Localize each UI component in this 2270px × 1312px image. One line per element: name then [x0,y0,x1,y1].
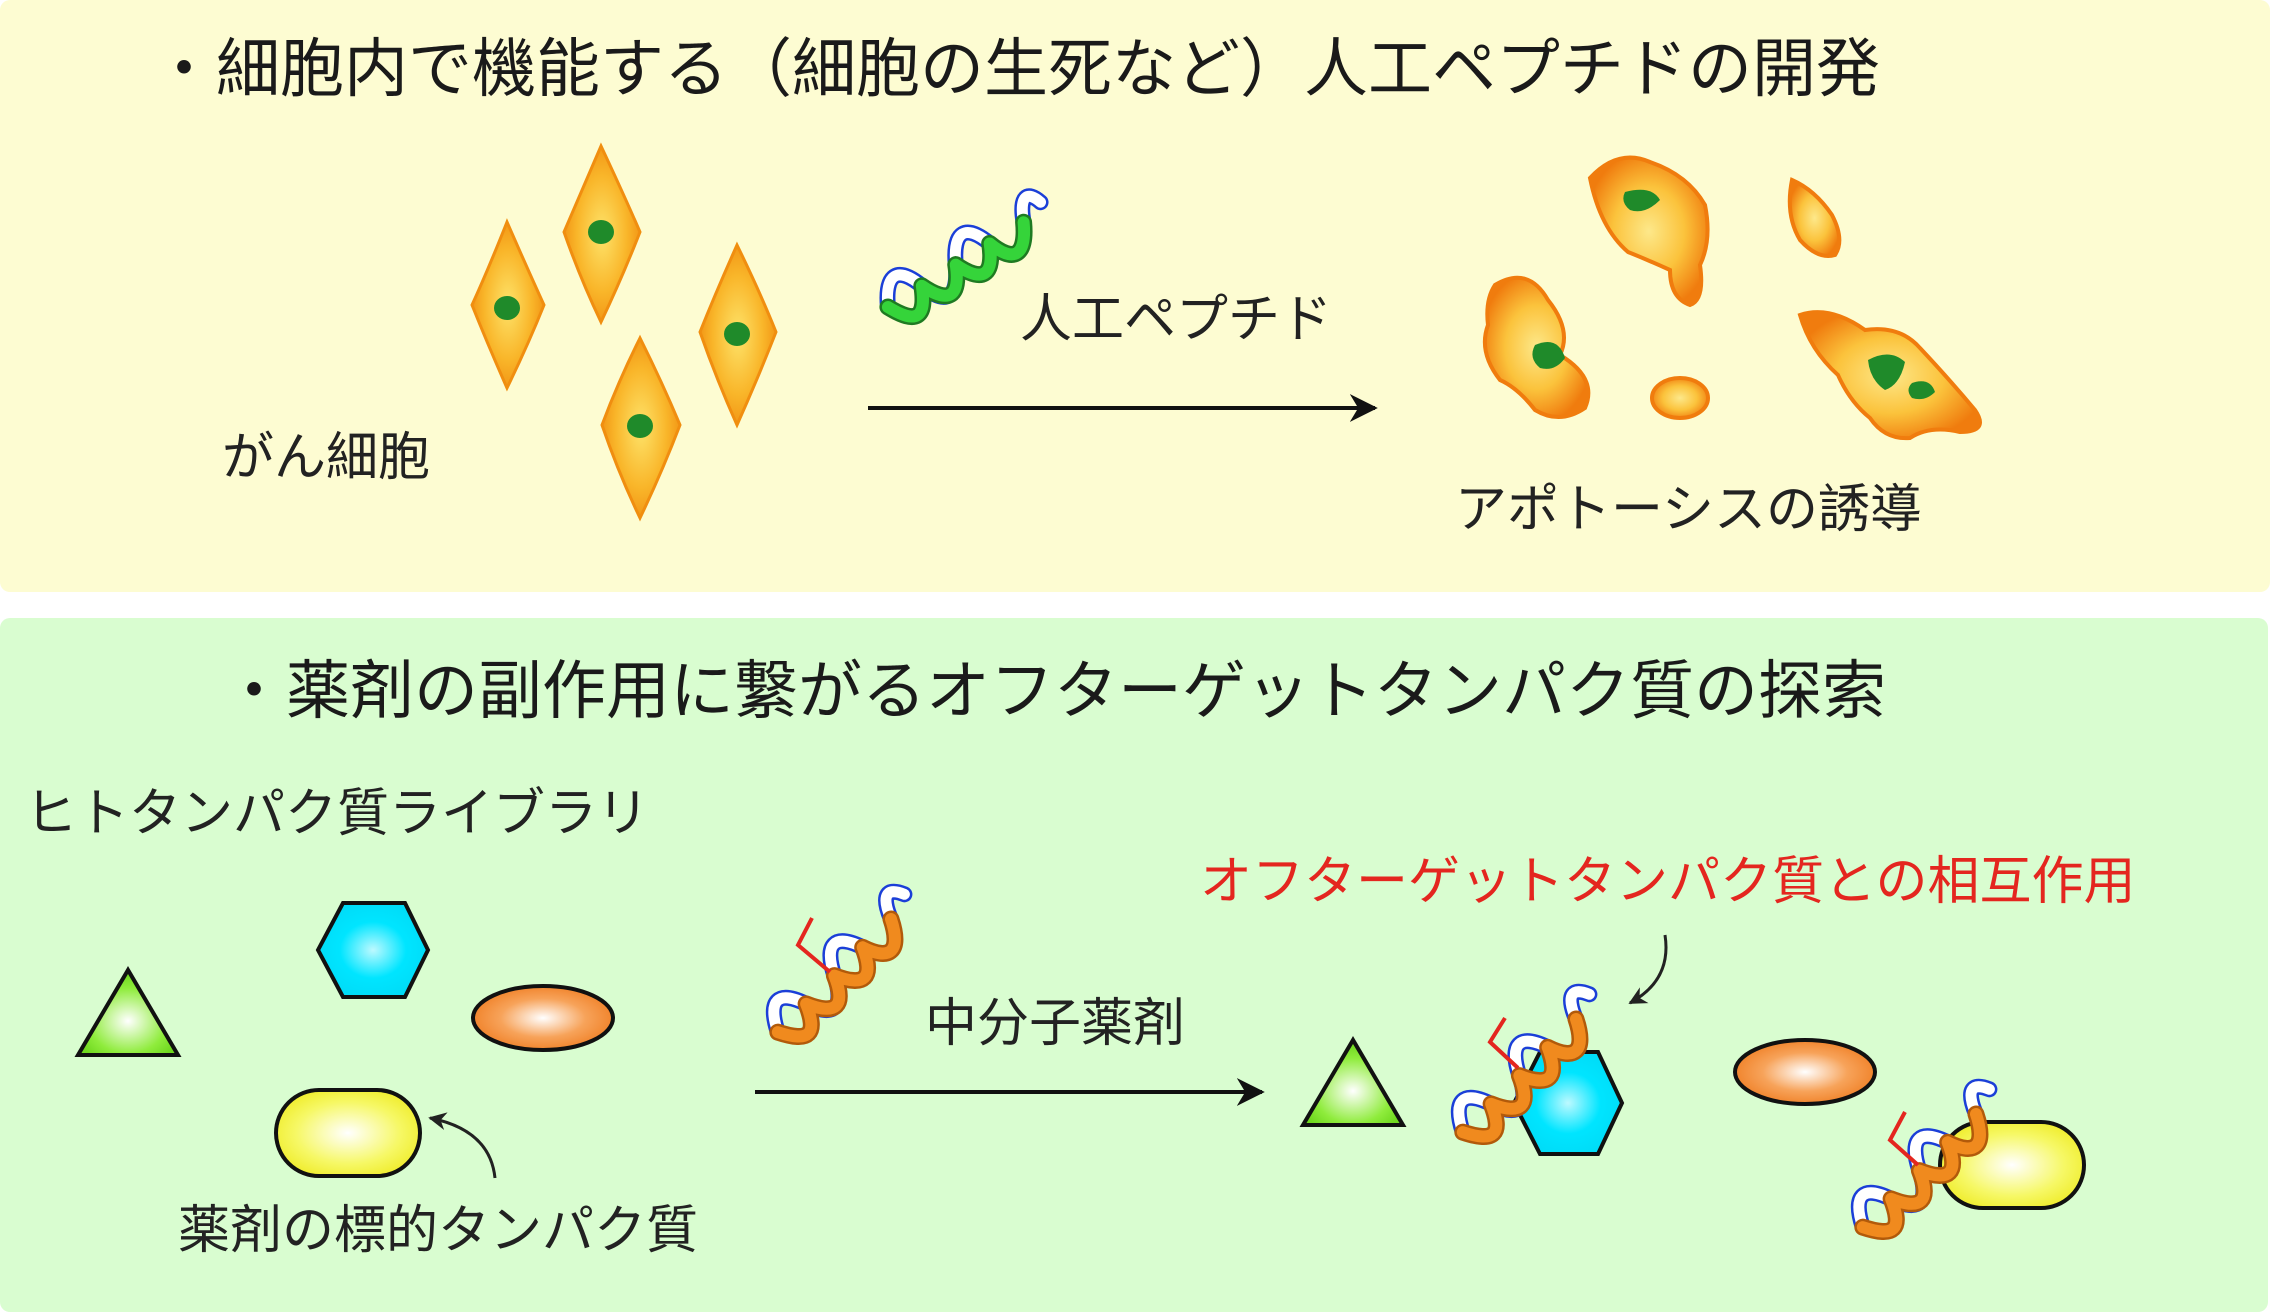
artificial-peptide-helix [879,188,1049,325]
apoptosis-label: アポトーシスの誘導 [1455,480,1922,540]
triangle-protein [1299,1036,1407,1127]
top-title: ・細胞内で機能する（細胞の生死など）人工ペプチドの開発 [152,33,1880,107]
bound-linker-offtarget [1487,1016,1520,1070]
drug-helix [765,883,913,1045]
interaction-label: オフターゲットタンパク質との相互作用 [1200,852,2136,912]
interaction-pointer-arrow [1628,934,1668,1005]
result-proteins [1299,1036,2086,1210]
drug-linker [795,917,832,974]
cancer-cell [470,218,546,392]
cancer-cell [698,241,778,429]
bound-linker-target [1887,1111,1920,1167]
cancer-cells [470,142,778,522]
bound-helix-target [1850,1078,1998,1240]
drug-label: 中分子薬剤 [925,994,1186,1054]
apoptotic-fragment [1587,155,1710,308]
cancer-cell-label: がん細胞 [222,428,431,488]
ellipse-protein [1733,1038,1877,1106]
bottom-title: ・薬剤の副作用に繋がるオフターゲットタンパク質の探索 [222,655,1886,729]
bound-helix-offtarget [1450,983,1598,1145]
cancer-cell [562,142,642,326]
top-panel [0,0,2270,592]
triangle-protein [74,966,182,1057]
cancer-cell [600,334,682,522]
peptide-label: 人工ペプチド [1020,290,1333,350]
apoptotic-fragments [1483,155,1982,441]
protein-library [74,901,615,1178]
target-pointer-arrow [428,1112,497,1179]
apoptotic-fragment [1787,177,1842,258]
ellipse-protein [471,984,615,1052]
apoptotic-fragment [1650,376,1710,420]
pill-target-protein-bound [1938,1120,2086,1210]
target-protein-label: 薬剤の標的タンパク質 [178,1201,699,1261]
pill-target-protein [274,1088,422,1178]
hexagon-protein [315,901,431,999]
library-label: ヒトタンパク質ライブラリ [25,784,650,844]
